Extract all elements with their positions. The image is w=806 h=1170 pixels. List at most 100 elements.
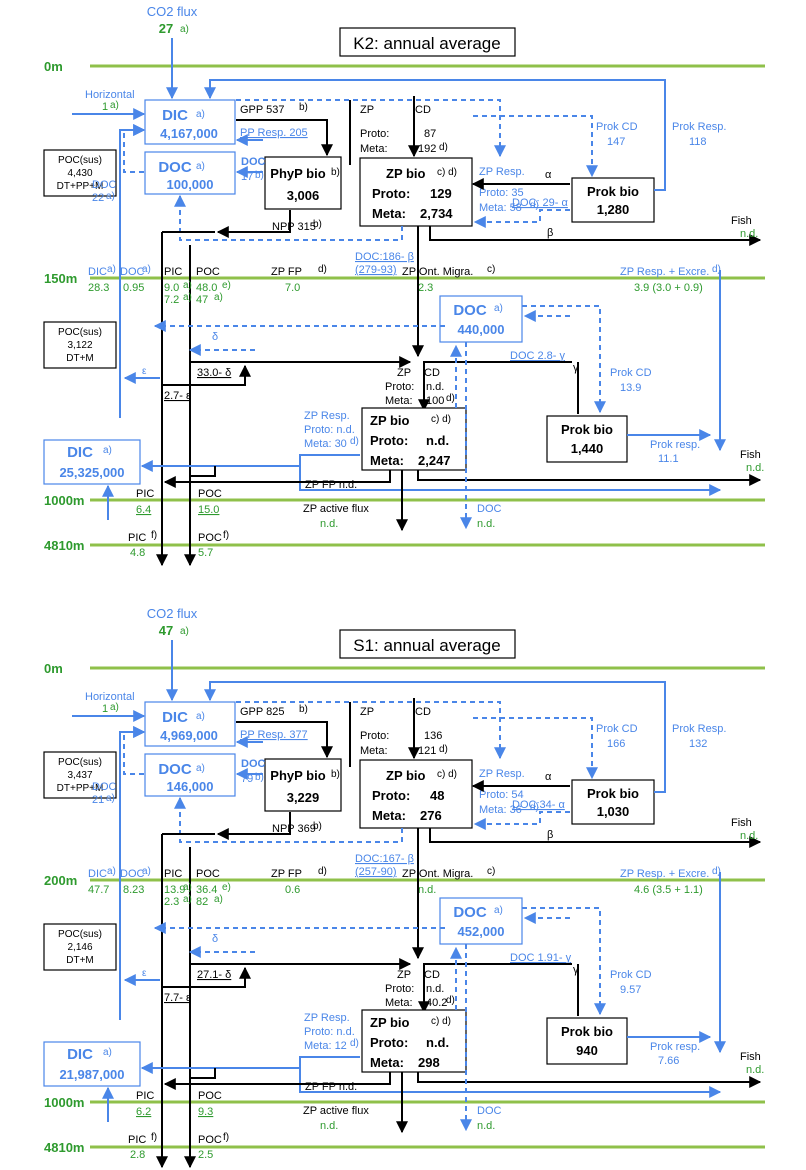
zp-mid-proto-value: n.d.: [426, 381, 444, 393]
dic-surface-label: DIC: [162, 709, 188, 726]
mid-poc-label: POC: [196, 868, 220, 880]
depth-line-surface-label: 0m: [44, 59, 63, 74]
footnote-c: c): [487, 866, 495, 877]
prok-cd-top-label: Prok CD: [596, 723, 638, 735]
prok-cd-mid-label: Prok CD: [610, 969, 652, 981]
footnote-a: a): [106, 793, 115, 804]
footnote-f: f): [151, 1132, 157, 1143]
bottom-poc-label: POC: [198, 532, 222, 544]
footnote-b: b): [255, 772, 264, 783]
prok-cd-top-arrow: [473, 717, 598, 780]
poc-sus-top-note: DT+PP+M: [57, 181, 104, 192]
prok-resp-mid-value: 7.66: [658, 1055, 679, 1067]
poc-sus-mid-value: 2,146: [67, 942, 92, 953]
dic-upwelling-arrow: [119, 124, 146, 418]
zp-bio-mid-meta-label: Meta:: [370, 453, 404, 468]
npp-label: NPP 315: [272, 221, 316, 233]
prok-top-value: 1,280: [597, 202, 630, 217]
horizontal-label: Horizontal: [85, 89, 135, 101]
dic-surface-value: 4,167,000: [160, 126, 218, 141]
depth-line-bottom-label: 4810m: [44, 1140, 84, 1155]
zp-bio-top-label: ZP bio: [386, 768, 426, 783]
doc-deep-value: n.d.: [477, 1120, 495, 1132]
footnote-f: f): [223, 530, 229, 541]
zp-resp-mid-proto: Proto: n.d.: [304, 1026, 355, 1038]
poc-deep-branch: [190, 466, 216, 477]
zp-bio-top-meta: 276: [420, 808, 442, 823]
doc-dic-dashed: [123, 124, 146, 173]
dashed-doc-top: [236, 701, 506, 760]
dashed-doc-top: [236, 99, 506, 158]
npp-arrow: [216, 210, 291, 238]
footnote-a: a): [214, 894, 223, 905]
zp-resp-top-proto: Proto: 54: [479, 789, 524, 801]
gpp-arrow: [236, 721, 333, 759]
zp-bio-top-label: ZP bio: [386, 166, 426, 181]
footnote-f: f): [223, 1132, 229, 1143]
zp-mid-meta-value: 100: [426, 395, 444, 407]
zp-bio-mid-box: [361, 407, 467, 471]
footnote-a: a): [494, 905, 503, 916]
footnote-b: b): [313, 821, 322, 832]
depth-line-mid-label: 200m: [44, 873, 77, 888]
mid-poc-v1: 36.4: [196, 884, 217, 896]
zp-bio-mid-proto: n.d.: [426, 433, 449, 448]
doc-surface-box: [144, 753, 236, 797]
dic-surface-box: [144, 701, 236, 747]
footnote-a: a): [110, 100, 119, 111]
mid-poc-v1: 48.0: [196, 282, 217, 294]
dic-surface-box: [144, 99, 236, 145]
poc-sus-top-note: DT+PP+M: [57, 783, 104, 794]
prok-mid-box: [546, 415, 628, 463]
deep-poc-label: POC: [198, 488, 222, 500]
mid-zp-resp-excr-value: 4.6 (3.5 + 1.1): [634, 884, 703, 896]
zp-bio-mid-meta: 298: [418, 1055, 440, 1070]
zp-bio-top-proto-label: Proto:: [372, 788, 410, 803]
title-box: [339, 629, 516, 659]
pp-resp-label: PP Resp. 377: [240, 729, 308, 741]
mid-pic-v2: 2.3: [164, 896, 179, 908]
zp-mid-proto-label: Proto:: [385, 381, 414, 393]
footnote-a: a): [494, 303, 503, 314]
footnote-f: f): [151, 530, 157, 541]
zp-top-proto-label: Proto:: [360, 128, 389, 140]
cd-mid-label: CD: [424, 367, 440, 379]
mid-zp-ont-value: n.d.: [418, 884, 436, 896]
footnote-a: a): [180, 626, 189, 637]
footnote-cd: c) d): [431, 414, 451, 425]
prok-cd-mid-label: Prok CD: [610, 367, 652, 379]
footnote-a: a): [180, 24, 189, 35]
mid-pic-v1: 9.0: [164, 282, 179, 294]
doc-dic-dashed: [123, 726, 146, 775]
footnote-d: d): [350, 436, 359, 447]
zp-resp-mid-arrow: [299, 1056, 722, 1098]
prok-resp-top-label: Prok Resp.: [672, 121, 726, 133]
zp-bio-top-box: [359, 157, 473, 227]
zp-top-meta-value: 121: [418, 745, 436, 757]
doc-deep-label: DOC: [477, 1105, 502, 1117]
prok-cd-top-value: 166: [607, 738, 625, 750]
zp-bio-mid-proto: n.d.: [426, 1035, 449, 1050]
doc-alpha-arrow: [473, 811, 570, 830]
bottom-poc-value: 2.5: [198, 1149, 213, 1161]
footnote-a: a): [196, 109, 205, 120]
doc-gamma-label: DOC 1.91- γ: [510, 952, 572, 964]
footnote-d: d): [712, 866, 721, 877]
zp-resp-top-meta: Meta: 58: [479, 202, 522, 214]
zp-mid-label: ZP: [397, 367, 411, 379]
footnote-a: a): [142, 866, 151, 877]
beta-arrow: [429, 828, 762, 848]
alpha-label: α: [545, 169, 552, 181]
footnote-b: b): [331, 769, 340, 780]
prok-resp-mid-label: Prok resp.: [650, 1041, 700, 1053]
footnote-a: a): [183, 292, 192, 303]
mid-zp-resp-excr-label: ZP Resp. + Excre.: [620, 868, 709, 880]
phyp-value: 3,006: [287, 188, 320, 203]
poc-sus-mid-label: POC(sus): [58, 327, 102, 338]
mid-dic-value: 47.7: [88, 884, 109, 896]
prok-resp-mid-value: 11.1: [658, 453, 679, 465]
cd-mid-label: CD: [424, 969, 440, 981]
poc-sus-mid-box: [43, 321, 117, 369]
zp-mid-meta-value: 40.2: [426, 997, 447, 1009]
